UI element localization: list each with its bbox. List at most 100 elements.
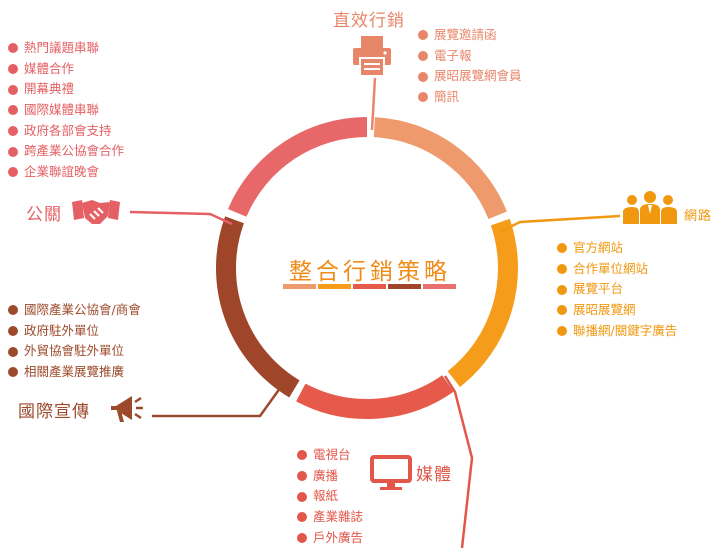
bullet-dot <box>8 305 18 316</box>
list-item-label: 政府各部會支持 <box>24 122 112 138</box>
bullet-dot <box>8 367 18 378</box>
color-bar-segment <box>388 284 421 289</box>
group-title-direct: 直效行銷 <box>333 11 405 31</box>
color-bar-segment <box>423 284 456 289</box>
list-item: 報紙 <box>297 486 363 507</box>
list-item: 外貿協會駐外單位 <box>8 341 141 362</box>
bullet-dot <box>418 50 428 61</box>
people-network-icon <box>623 191 677 224</box>
list-pr: 熱門議題串聯媒體合作開幕典禮國際媒體串聯政府各部會支持跨產業公協會合作企業聯誼晚… <box>8 38 124 183</box>
list-item: 廣播 <box>297 466 363 487</box>
center-title: 整合行銷策略 <box>289 259 451 285</box>
list-item: 政府駐外單位 <box>8 321 141 342</box>
group-title-intl: 國際宣傳 <box>18 402 90 422</box>
list-item: 媒體合作 <box>8 59 124 80</box>
list-item-label: 展昭展覽網 <box>573 302 636 318</box>
monitor-icon <box>370 455 412 490</box>
list-item-label: 展昭展覽網會員 <box>434 68 522 84</box>
bullet-dot <box>557 305 567 316</box>
list-item-label: 產業雜誌 <box>313 509 364 525</box>
bullet-dot <box>8 126 18 137</box>
list-item-label: 外貿協會駐外單位 <box>24 343 125 359</box>
bullet-dot <box>8 167 18 178</box>
connector-network <box>499 214 621 234</box>
list-item: 合作單位網站 <box>557 259 677 280</box>
list-direct: 展覽邀請函電子報展昭展覽網會員簡訊 <box>418 25 522 108</box>
list-item-label: 熱門議題串聯 <box>24 40 100 55</box>
list-intl: 國際產業公協會/商會政府駐外單位外貿協會駐外單位相關產業展覽推廣 <box>8 300 141 383</box>
list-item-label: 戶外廣告 <box>313 529 364 545</box>
ring-segment-media <box>296 375 454 420</box>
bullet-dot <box>297 470 307 481</box>
bullet-dot <box>557 326 567 337</box>
list-item: 國際產業公協會/商會 <box>8 300 141 321</box>
bullet-dot <box>8 63 18 74</box>
list-item: 電子報 <box>418 46 522 67</box>
list-item: 聯播網/關鍵字廣告 <box>557 321 677 342</box>
color-bar-segment <box>353 284 386 289</box>
bullet-dot <box>418 30 428 41</box>
list-item: 開幕典禮 <box>8 79 124 100</box>
list-item: 戶外廣告 <box>297 528 363 549</box>
bullet-dot <box>297 491 307 502</box>
connector-intl <box>152 383 285 418</box>
list-item-label: 企業聯誼晚會 <box>24 164 100 180</box>
bullet-dot <box>297 450 307 461</box>
ring-segment-intl <box>216 216 300 398</box>
bullet-dot <box>557 243 567 254</box>
list-item: 展昭展覽網 <box>557 300 677 321</box>
bullet-dot <box>418 71 428 82</box>
color-bar-segment <box>318 284 351 289</box>
bullet-dot <box>557 284 567 295</box>
list-item: 展覽平台 <box>557 279 677 300</box>
connector-pr <box>129 210 233 226</box>
list-item-label: 相關產業展覽推廣 <box>24 364 125 380</box>
bullet-dot <box>297 533 307 544</box>
bullet-dot <box>557 263 567 274</box>
list-item-label: 電子報 <box>434 47 472 63</box>
list-item: 官方網站 <box>557 238 677 259</box>
group-title-media: 媒體 <box>416 465 452 485</box>
list-item: 相關產業展覽推廣 <box>8 362 141 383</box>
handshake-icon <box>72 200 120 224</box>
bullet-dot <box>8 43 18 54</box>
bullet-dot <box>418 92 428 103</box>
list-item-label: 簡訊 <box>434 89 460 105</box>
list-item: 展昭展覽網會員 <box>418 66 522 87</box>
list-item-label: 官方網站 <box>573 240 624 255</box>
list-item-label: 展覽邀請函 <box>434 27 497 42</box>
list-item-label: 電視台 <box>313 447 351 462</box>
ring-segment-pr <box>227 117 368 217</box>
list-network: 官方網站合作單位網站展覽平台展昭展覽網聯播網/關鍵字廣告 <box>557 238 677 341</box>
list-item-label: 聯播網/關鍵字廣告 <box>573 322 678 338</box>
list-item: 產業雜誌 <box>297 507 363 528</box>
ring-segment-direct <box>373 117 507 220</box>
list-item-label: 政府駐外單位 <box>24 322 100 338</box>
bullet-dot <box>8 346 18 357</box>
megaphone-icon <box>111 396 143 422</box>
bullet-dot <box>8 84 18 95</box>
list-item: 簡訊 <box>418 87 522 108</box>
bullet-dot <box>297 512 307 523</box>
list-item: 熱門議題串聯 <box>8 38 124 59</box>
printer-icon <box>353 36 391 77</box>
list-item-label: 國際產業公協會/商會 <box>24 302 141 317</box>
connector-direct <box>370 77 377 131</box>
list-item-label: 展覽平台 <box>573 281 624 297</box>
bullet-dot <box>8 146 18 157</box>
list-item-label: 媒體合作 <box>24 60 75 76</box>
list-item-label: 跨產業公協會合作 <box>24 143 125 159</box>
bullet-dot <box>8 325 18 336</box>
list-item: 政府各部會支持 <box>8 121 124 142</box>
list-media: 電視台廣播報紙產業雜誌戶外廣告 <box>297 445 363 548</box>
color-bar-segment <box>283 284 316 289</box>
list-item: 跨產業公協會合作 <box>8 141 124 162</box>
list-item: 展覽邀請函 <box>418 25 522 46</box>
group-title-pr: 公關 <box>26 205 62 225</box>
list-item-label: 廣播 <box>313 467 339 483</box>
list-item: 國際媒體串聯 <box>8 100 124 121</box>
group-title-network: 網路 <box>684 209 713 224</box>
list-item-label: 報紙 <box>313 488 339 504</box>
list-item-label: 國際媒體串聯 <box>24 102 100 118</box>
